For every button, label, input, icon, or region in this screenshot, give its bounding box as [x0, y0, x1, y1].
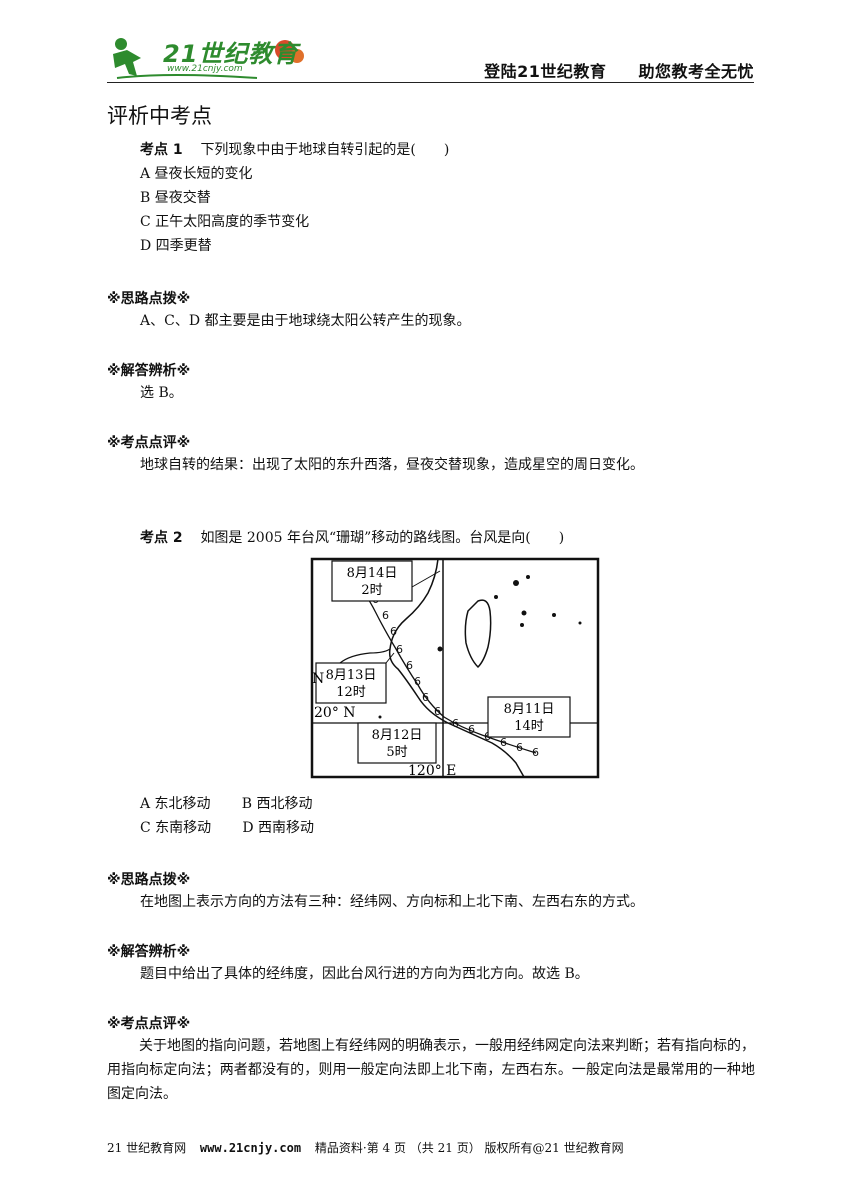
- svg-text:6: 6: [452, 717, 459, 730]
- header-tagline: 登陆21世纪教育 助您教考全无忧: [484, 58, 754, 82]
- svg-text:6: 6: [468, 723, 475, 736]
- typhoon-track: [363, 592, 537, 754]
- q1-answer: 选 B。: [140, 385, 183, 401]
- q1-stem: 下列现象中由于地球自转引起的是( ): [200, 142, 450, 158]
- svg-text:6: 6: [434, 705, 441, 718]
- q1-option-d: D 四季更替: [140, 238, 212, 254]
- page-header: 21世纪教育 www.21cnjy.com 登陆21世纪教育 助您教考全无忧: [107, 30, 754, 83]
- logo-url: www.21cnjy.com: [167, 64, 243, 74]
- q2-comment-title: ※考点点评※: [107, 1016, 191, 1032]
- q1-option-c: C 正午太阳高度的季节变化: [140, 214, 310, 230]
- typhoon-track-map: 666 666 666 666 66 8月14日 2时 8月13日 12时 8月…: [310, 557, 600, 779]
- q2-option-b: B 西北移动: [241, 796, 313, 812]
- lon-label: 120° E: [408, 763, 456, 779]
- q1-comment-title: ※考点点评※: [107, 435, 191, 451]
- q2-stem: 如图是 2005 年台风“珊瑚”移动的路线图。台风是向( ): [200, 530, 565, 546]
- q2-hint-title: ※思路点拨※: [107, 872, 191, 888]
- q2-stem-line: 考点 2 如图是 2005 年台风“珊瑚”移动的路线图。台风是向( ): [140, 529, 564, 547]
- label-box-aug11: 8月11日 14时: [487, 696, 571, 738]
- page-title: 评析中考点: [107, 104, 212, 128]
- q1-answer-title: ※解答辨析※: [107, 363, 191, 379]
- label-box-aug12: 8月12日 5时: [357, 722, 437, 764]
- q2-option-d: D 西南移动: [242, 820, 315, 836]
- box3-date: 8月12日: [372, 728, 423, 743]
- svg-text:6: 6: [396, 643, 403, 656]
- n-label: N: [312, 671, 324, 687]
- svg-text:6: 6: [516, 741, 523, 754]
- footer-site: 21 世纪教育网: [107, 1141, 187, 1155]
- svg-text:6: 6: [382, 609, 389, 622]
- q1-comment: 地球自转的结果：出现了太阳的东升西落，昼夜交替现象，造成星空的周日变化。: [140, 457, 644, 473]
- svg-text:6: 6: [414, 675, 421, 688]
- q2-options-row1: A 东北移动 B 西北移动: [140, 795, 312, 813]
- footer-url: www.21cnjy.com: [199, 1141, 302, 1155]
- q2-answer: 题目中给出了具体的经纬度，因此台风行进的方向为西北方向。故选 B。: [140, 966, 589, 982]
- box1-date: 8月14日: [347, 566, 398, 581]
- box2-date: 8月13日: [326, 668, 377, 683]
- coastline: [388, 558, 525, 778]
- box1-time: 2时: [361, 583, 382, 598]
- q1-option-a: A 昼夜长短的变化: [140, 166, 253, 182]
- label-box-aug14: 8月14日 2时: [331, 560, 413, 602]
- q2-comment: 关于地图的指向问题，若地图上有经纬网的明确表示，一般用经纬网定向法来判断；若有指…: [107, 1038, 755, 1102]
- tagline-right: 助您教考全无忧: [638, 62, 754, 81]
- q1-stem-line: 考点 1 下列现象中由于地球自转引起的是( ): [140, 141, 449, 159]
- box2-time: 12时: [336, 685, 366, 700]
- q2-label: 考点 2: [140, 530, 183, 546]
- svg-text:6: 6: [532, 746, 539, 759]
- lat-label: 20° N: [314, 705, 356, 721]
- page-footer: 21 世纪教育网 www.21cnjy.com 精品资料·第 4 页 （共 21…: [107, 1139, 754, 1156]
- box4-date: 8月11日: [504, 702, 555, 717]
- q2-hint: 在地图上表示方向的方法有三种：经纬网、方向标和上北下南、左西右东的方式。: [140, 894, 644, 910]
- svg-text:6: 6: [406, 659, 413, 672]
- tagline-left: 登陆21世纪教育: [484, 62, 607, 81]
- box3-time: 5时: [386, 745, 407, 760]
- q1-label: 考点 1: [140, 142, 183, 158]
- q2-options-row2: C 东南移动 D 西南移动: [140, 819, 314, 837]
- footer-page-info: 精品资料·第 4 页 （共 21 页） 版权所有@21 世纪教育网: [314, 1141, 624, 1155]
- taiwan-island: [464, 599, 492, 669]
- q2-answer-title: ※解答辨析※: [107, 944, 191, 960]
- q1-option-b: B 昼夜交替: [140, 190, 211, 206]
- svg-text:6: 6: [390, 625, 397, 638]
- q2-option-a: A 东北移动: [140, 796, 211, 812]
- logo-icon: [113, 38, 304, 79]
- svg-text:6: 6: [500, 736, 507, 749]
- box4-time: 14时: [514, 719, 544, 734]
- q2-option-c: C 东南移动: [140, 820, 212, 836]
- svg-text:6: 6: [422, 691, 429, 704]
- typhoon-symbols: 666 666 666 666 66: [372, 593, 539, 759]
- q1-hint: A、C、D 都主要是由于地球绕太阳公转产生的现象。: [140, 313, 471, 329]
- q1-hint-title: ※思路点拨※: [107, 291, 191, 307]
- label-box-aug13: 8月13日 12时: [315, 662, 387, 704]
- logo-text: 21世纪教育: [163, 40, 299, 68]
